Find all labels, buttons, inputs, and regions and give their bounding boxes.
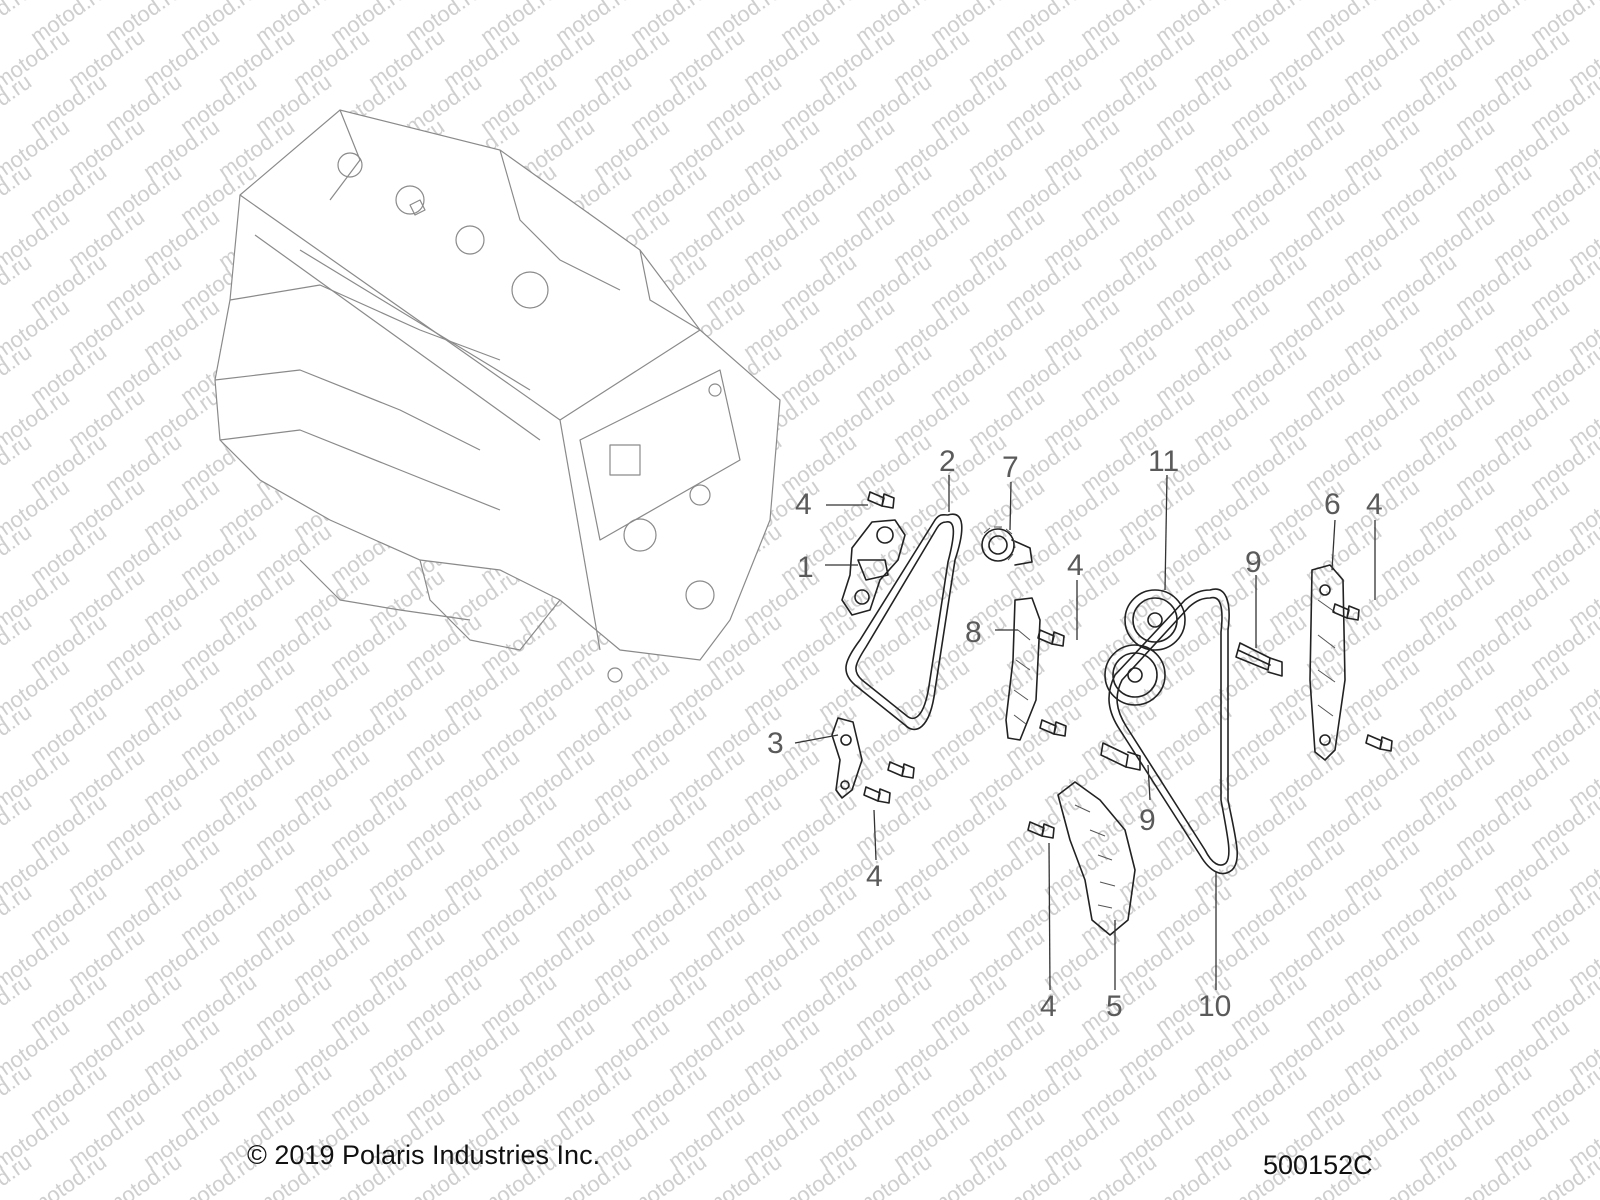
callout-9a: 9 xyxy=(1245,546,1262,579)
engine-block xyxy=(214,109,781,683)
watermark-text: motod.ru xyxy=(0,159,36,229)
watermark-text: motod.ru xyxy=(0,339,36,409)
leader-lines xyxy=(794,474,1376,991)
watermark-text: motod.ru xyxy=(0,69,36,139)
part-bolt-long-upper xyxy=(1235,642,1283,677)
part-chain-guide-6 xyxy=(1309,564,1346,761)
part-chain-guide-5 xyxy=(1057,781,1136,936)
bolt-short xyxy=(1037,629,1065,647)
callout-4b: 4 xyxy=(1067,549,1084,582)
watermark-text: motod.ru xyxy=(0,519,36,589)
callout-7: 7 xyxy=(1002,451,1019,484)
bolt-short xyxy=(863,786,891,804)
part-bolt-long-lower xyxy=(1100,742,1141,771)
callout-4a: 4 xyxy=(795,488,812,521)
bolt-short xyxy=(1332,603,1360,621)
bolt-short xyxy=(1027,821,1055,839)
part-cam-chain-large xyxy=(1108,588,1238,875)
watermark-text: motod.ru xyxy=(0,969,36,1039)
part-chain-guide-small xyxy=(831,717,863,799)
watermark-text: motod.ru xyxy=(0,249,36,319)
watermark-text: motod.ru xyxy=(1526,1149,1600,1200)
bolt-short xyxy=(867,491,895,509)
watermark-text: motod.ru xyxy=(0,429,36,499)
diagram-id: 500152C xyxy=(1263,1150,1373,1180)
watermark-text: motod.ru xyxy=(0,1059,36,1129)
bolt-short xyxy=(1365,734,1393,752)
callout-4c: 4 xyxy=(866,860,883,893)
callout-4d: 4 xyxy=(1040,990,1057,1023)
part-chain-guide-8 xyxy=(1005,597,1041,741)
part-sprocket-small xyxy=(981,526,1033,566)
callouts: 1 2 3 4 4 4 4 4 5 6 7 8 9 9 10 11 xyxy=(767,445,1383,1023)
watermark-text: motod.ru xyxy=(0,609,36,679)
copyright-notice: © 2019 Polaris Industries Inc. xyxy=(247,1140,601,1170)
part-bolt-short-group xyxy=(863,491,1393,839)
callout-8: 8 xyxy=(965,616,982,649)
callout-3: 3 xyxy=(767,727,784,760)
callout-11: 11 xyxy=(1148,445,1179,478)
callout-10: 10 xyxy=(1198,990,1231,1023)
bolt-short xyxy=(1039,719,1067,737)
callout-4e: 4 xyxy=(1366,488,1383,521)
callout-5: 5 xyxy=(1106,990,1123,1023)
callout-9b: 9 xyxy=(1139,804,1156,837)
callout-6: 6 xyxy=(1324,488,1341,521)
callout-1: 1 xyxy=(797,551,814,584)
watermark-text: motod.ru xyxy=(0,699,36,769)
watermark-text: motod.ru xyxy=(0,879,36,949)
bolt-short xyxy=(887,761,915,779)
part-cam-chain-small xyxy=(845,513,963,731)
callout-2: 2 xyxy=(939,445,956,478)
part-tensioner xyxy=(841,519,906,616)
watermark-text: motod.ru xyxy=(0,789,36,859)
